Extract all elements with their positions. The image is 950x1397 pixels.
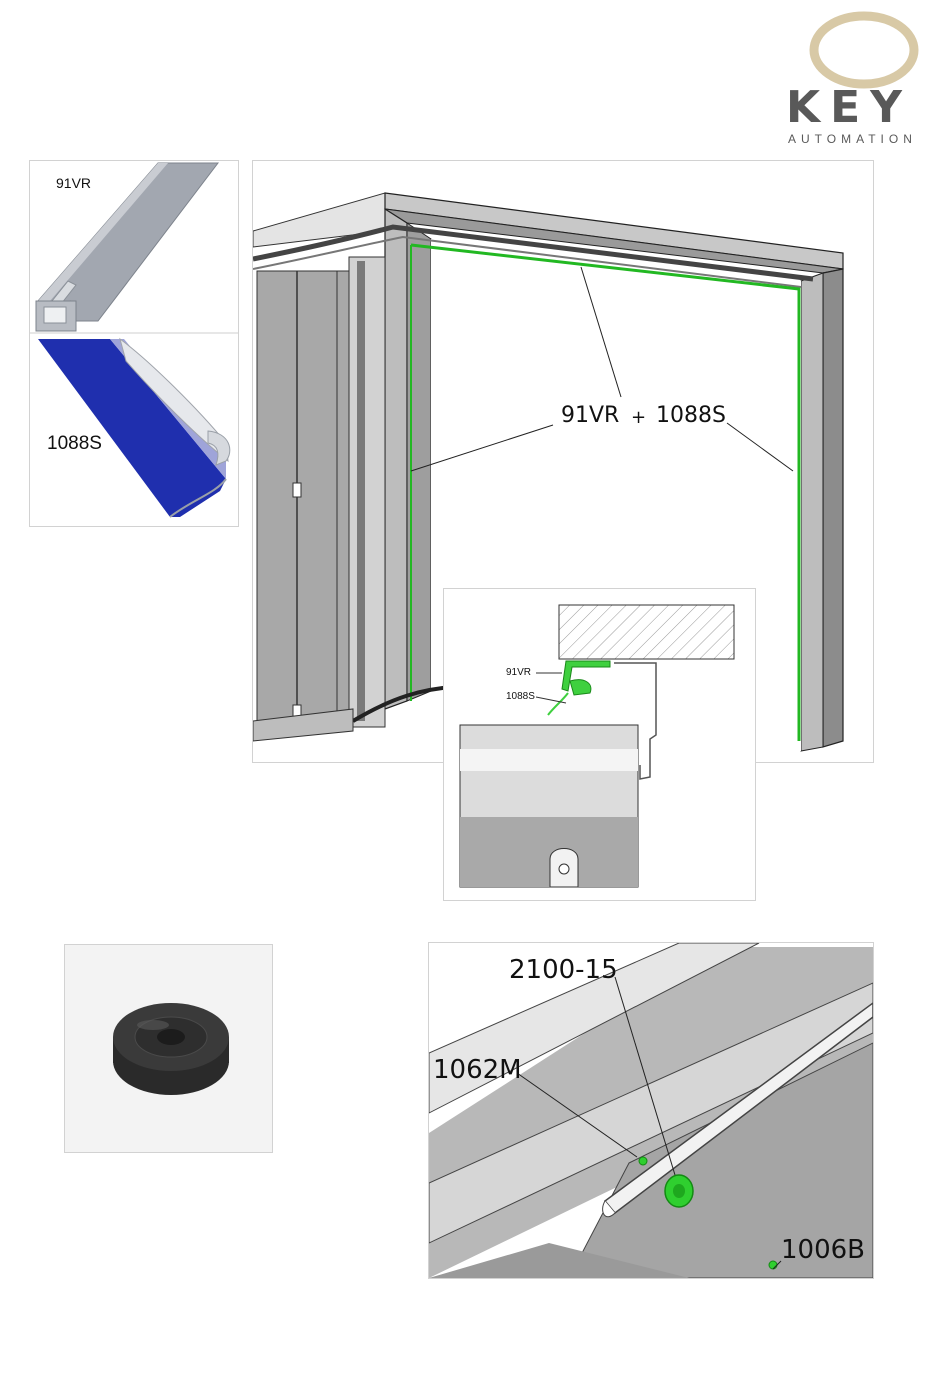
track-label-2100-15: 2100-15 <box>509 955 618 985</box>
door-callout-91vr: 91VR <box>561 403 619 428</box>
profile-panel: 91VR 1088S <box>29 160 239 527</box>
detail-label-91vr: 91VR <box>506 667 531 678</box>
section-detail-panel: 91VR 1088S <box>443 588 756 901</box>
detail-label-1088s: 1088S <box>506 691 535 702</box>
track-label-1006b: 1006B <box>781 1235 865 1265</box>
rubber-bumper-image <box>65 945 272 1152</box>
seal-label-1088s: 1088S <box>47 433 102 455</box>
section-detail-illustration <box>444 589 755 900</box>
rubber-bumper-photo <box>64 944 273 1153</box>
track-detail-illustration <box>429 943 873 1278</box>
door-callout-1088s: 1088S <box>656 403 726 428</box>
key-automation-logo: KEY AUTOMATION <box>780 4 948 154</box>
logo-subtitle: AUTOMATION <box>788 132 917 146</box>
track-label-1062m: 1062M <box>433 1055 522 1085</box>
door-callout-plus: + <box>631 407 646 428</box>
profile-label-91vr: 91VR <box>56 175 91 191</box>
logo-wordmark: KEY <box>786 86 912 130</box>
profile-illustration <box>30 161 238 526</box>
track-detail-panel: 2100-15 1062M 1006B <box>428 942 874 1279</box>
